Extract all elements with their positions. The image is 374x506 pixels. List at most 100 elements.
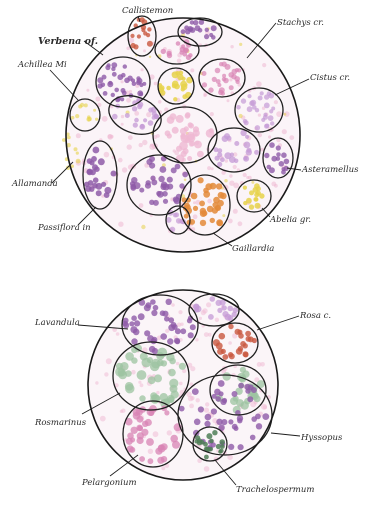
plant-dot: [114, 88, 119, 93]
label-lavandula: Lavandula: [34, 318, 80, 328]
plant-dot: [200, 208, 206, 214]
plant-dot: [274, 100, 278, 104]
plant-dot: [188, 332, 194, 338]
plant-dot: [204, 408, 209, 413]
plant-dot: [234, 76, 240, 82]
plant-dot: [89, 186, 95, 192]
plant-dot: [184, 214, 189, 219]
plant-dot: [223, 78, 229, 84]
plant-dot: [217, 83, 221, 87]
plant-dot: [203, 188, 209, 194]
plant-dot: [131, 357, 137, 363]
plant-dot: [206, 433, 212, 439]
plant-dot: [200, 220, 206, 226]
plant-dot: [210, 296, 216, 302]
plant-dot: [126, 438, 133, 445]
plant-dot: [174, 212, 179, 217]
plant-dot: [175, 71, 180, 76]
plant-dot: [246, 336, 252, 342]
plant-dot: [218, 380, 225, 387]
plant-dot: [144, 330, 150, 336]
plant-dot: [219, 391, 224, 396]
plant-dot: [175, 339, 180, 344]
plant-dot: [207, 166, 211, 170]
plant-dot: [180, 47, 186, 53]
plant-dot: [175, 328, 181, 334]
plant-dot: [143, 118, 147, 122]
plant-dot: [146, 438, 154, 446]
plant-dot: [208, 447, 213, 452]
plant-dot: [133, 412, 141, 420]
plant-dot: [168, 369, 176, 377]
plant-dot: [271, 156, 277, 162]
plant-dot: [168, 324, 175, 331]
plant-dot: [261, 118, 265, 122]
label-cistus: Cistus cr.: [310, 73, 350, 83]
label-abelia: Abelia gr.: [269, 215, 311, 225]
label-achillea: Achillea Mi: [17, 60, 67, 70]
plant-dot: [279, 161, 285, 167]
plant-dot: [213, 339, 220, 346]
plant-dot: [106, 358, 112, 364]
label-hyssopus: Hyssopus: [300, 433, 343, 443]
plant-dot: [270, 121, 274, 125]
plant-dot: [143, 49, 146, 52]
plant-dot: [116, 332, 120, 336]
plant-dot: [125, 113, 130, 118]
plant-dot: [93, 147, 100, 154]
plant-dot: [251, 181, 254, 184]
plant-dot: [228, 444, 234, 450]
plant-dot: [167, 430, 172, 435]
plant-dot: [171, 303, 175, 307]
plant-dot: [268, 115, 274, 121]
plant-dot: [148, 449, 153, 454]
plant-dot: [274, 184, 278, 188]
plant-dot: [95, 97, 100, 102]
label-callistemon: Callistemon: [122, 6, 173, 16]
plant-dot: [126, 47, 130, 51]
plant-dot: [137, 34, 141, 38]
plant-dot: [227, 99, 230, 102]
plant-dot: [111, 67, 115, 71]
plant-dot: [205, 402, 209, 406]
plant-dot: [121, 123, 124, 126]
plant-dot: [149, 163, 155, 169]
plant-dot: [284, 159, 290, 165]
plant-dot: [147, 408, 155, 416]
plant-dot: [180, 323, 183, 326]
plant-dot: [252, 105, 257, 110]
plant-dot: [147, 41, 153, 47]
plant-dot: [84, 103, 88, 107]
plant-dot: [131, 427, 138, 434]
plant-dot: [276, 152, 281, 157]
plant-dot: [134, 111, 139, 116]
plant-dot: [103, 91, 108, 96]
plant-dot: [264, 124, 269, 129]
plant-dot: [228, 341, 232, 345]
plant-dot: [181, 134, 189, 142]
plant-dot: [172, 127, 179, 134]
label-asteramellus: Asteramellus: [301, 165, 359, 175]
plant-dot: [211, 167, 214, 170]
plant-dot: [157, 348, 167, 358]
plant-dot: [86, 117, 91, 122]
label-rosmarinus: Rosmarinus: [34, 418, 87, 428]
plant-dot: [98, 158, 105, 165]
plant-dot: [220, 399, 226, 405]
plant-dot: [176, 115, 184, 123]
plant-dot: [105, 65, 110, 70]
plant-dot: [132, 81, 137, 86]
plant-dot: [208, 314, 214, 320]
plant-dot: [176, 41, 181, 46]
plant-dot: [128, 135, 133, 140]
plant-dot: [234, 159, 239, 164]
plant-dot: [180, 81, 187, 88]
plant-dot: [184, 179, 187, 182]
plant-dot: [243, 156, 249, 162]
plant-dot: [129, 90, 132, 93]
plant-dot: [166, 86, 171, 91]
plant-dot: [101, 83, 106, 88]
plant-dot: [222, 135, 229, 142]
plant-dot: [194, 419, 201, 426]
plant-dot: [233, 307, 239, 313]
